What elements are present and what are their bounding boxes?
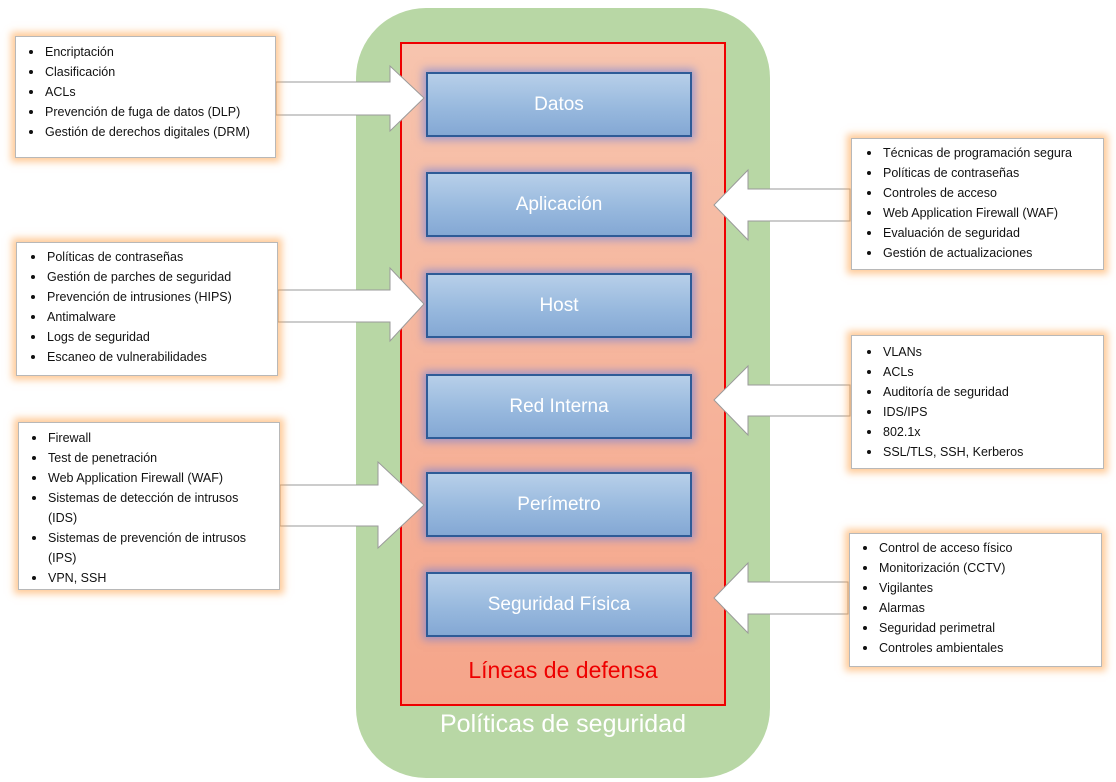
layer-host: Host [426, 273, 692, 338]
list-item: Prevención de intrusiones (HIPS) [31, 287, 277, 307]
arrow-perimetro [279, 460, 425, 550]
list-item: Web Application Firewall (WAF) [32, 468, 271, 488]
list-item: Clasificación [29, 62, 275, 82]
list-item: Técnicas de programación segura [867, 143, 1103, 163]
list-item: IDS/IPS [867, 402, 1103, 422]
card-datos: Encriptación Clasificación ACLs Prevenci… [15, 36, 276, 158]
list-item: Sistemas de prevención de intrusos (IPS) [32, 528, 271, 568]
list-item: ACLs [29, 82, 275, 102]
list-item: VLANs [867, 342, 1103, 362]
list-item: Gestión de actualizaciones [867, 243, 1103, 263]
list-item: Gestión de derechos digitales (DRM) [29, 122, 275, 142]
layer-datos: Datos [426, 72, 692, 137]
list-item: Escaneo de vulnerabilidades [31, 347, 277, 367]
list-item: Seguridad perimetral [863, 618, 1101, 638]
list-item: Auditoría de seguridad [867, 382, 1103, 402]
list-item: Control de acceso físico [863, 538, 1101, 558]
security-policies-label: Políticas de seguridad [440, 710, 686, 738]
list-item: SSL/TLS, SSH, Kerberos [867, 442, 1103, 462]
card-seguridad-fisica: Control de acceso físico Monitorización … [849, 533, 1102, 667]
defense-lines-label: Líneas de defensa [468, 657, 658, 683]
list-item: Evaluación de seguridad [867, 223, 1103, 243]
arrow-seguridad-fisica [713, 561, 849, 635]
list-item: Políticas de contraseñas [31, 247, 277, 267]
layer-seguridad-fisica: Seguridad Física [426, 572, 692, 637]
card-host: Políticas de contraseñas Gestión de parc… [16, 242, 278, 376]
list-item: Web Application Firewall (WAF) [867, 203, 1103, 223]
list-item: Vigilantes [863, 578, 1101, 598]
card-red-interna: VLANs ACLs Auditoría de seguridad IDS/IP… [851, 335, 1104, 469]
list-item: VPN, SSH [32, 568, 271, 588]
list-item: Monitorización (CCTV) [863, 558, 1101, 578]
list-item: Firewall [32, 428, 271, 448]
list-item: Antimalware [31, 307, 277, 327]
arrow-aplicacion [713, 168, 851, 242]
card-perimetro: Firewall Test de penetración Web Applica… [18, 422, 280, 590]
list-item: Sistemas de detección de intrusos (IDS) [32, 488, 271, 528]
list-item: Test de penetración [32, 448, 271, 468]
list-item: Prevención de fuga de datos (DLP) [29, 102, 275, 122]
list-item: Controles de acceso [867, 183, 1103, 203]
arrow-red-interna [713, 364, 851, 437]
arrow-host [277, 266, 425, 343]
card-aplicacion: Técnicas de programación segura Política… [851, 138, 1104, 270]
list-item: 802.1x [867, 422, 1103, 442]
layer-red-interna: Red Interna [426, 374, 692, 439]
arrow-datos [275, 64, 425, 133]
layer-aplicacion: Aplicación [426, 172, 692, 237]
list-item: Políticas de contraseñas [867, 163, 1103, 183]
list-item: Logs de seguridad [31, 327, 277, 347]
list-item: Encriptación [29, 42, 275, 62]
layer-perimetro: Perímetro [426, 472, 692, 537]
list-item: Controles ambientales [863, 638, 1101, 658]
list-item: ACLs [867, 362, 1103, 382]
list-item: Alarmas [863, 598, 1101, 618]
list-item: Gestión de parches de seguridad [31, 267, 277, 287]
